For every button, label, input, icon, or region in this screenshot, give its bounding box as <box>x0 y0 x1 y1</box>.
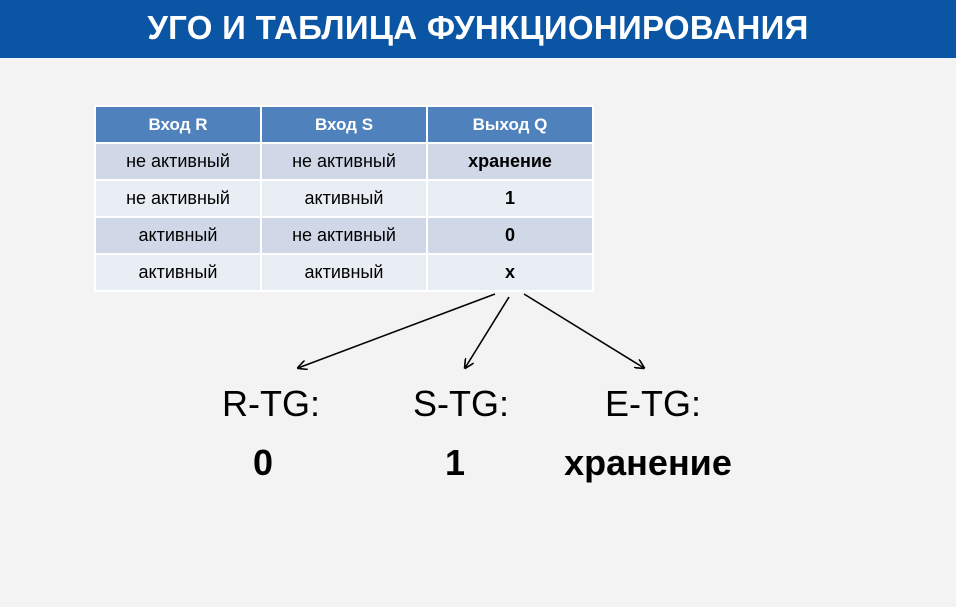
cell-output-q: хранение <box>426 142 594 181</box>
title-bar: УГО И ТАБЛИЦА ФУНКЦИОНИРОВАНИЯ <box>0 0 956 58</box>
table-row: активный не активный 0 <box>94 216 594 255</box>
r-tg-label: R-TG: <box>222 383 320 424</box>
table-row: активный активный x <box>94 253 594 292</box>
table-row: не активный активный 1 <box>94 179 594 218</box>
cell-input-r: активный <box>94 253 262 292</box>
e-tg-value: хранение <box>564 442 732 483</box>
header-output-q: Выход Q <box>426 105 594 144</box>
cell-output-q: x <box>426 253 594 292</box>
cell-input-s: активный <box>260 179 428 218</box>
cell-input-s: не активный <box>260 216 428 255</box>
r-tg-value: 0 <box>252 442 274 483</box>
cell-input-s: не активный <box>260 142 428 181</box>
cell-input-r: активный <box>94 216 262 255</box>
table-header-row: Вход R Вход S Выход Q <box>94 105 594 144</box>
cell-output-q: 0 <box>426 216 594 255</box>
s-tg-label: S-TG: <box>413 383 509 424</box>
cell-input-s: активный <box>260 253 428 292</box>
arrow-to-s-tg <box>465 296 510 368</box>
header-input-s: Вход S <box>260 105 428 144</box>
truth-table: Вход R Вход S Выход Q не активный не акт… <box>94 105 594 292</box>
e-tg-label: E-TG: <box>605 383 701 424</box>
cell-input-r: не активный <box>94 142 262 181</box>
page-title: УГО И ТАБЛИЦА ФУНКЦИОНИРОВАНИЯ <box>147 9 809 46</box>
arrow-to-r-tg <box>298 293 496 368</box>
arrow-to-e-tg <box>523 293 644 368</box>
cell-output-q: 1 <box>426 179 594 218</box>
header-input-r: Вход R <box>94 105 262 144</box>
s-tg-value: 1 <box>444 442 466 483</box>
cell-input-r: не активный <box>94 179 262 218</box>
table-row: не активный не активный хранение <box>94 142 594 181</box>
